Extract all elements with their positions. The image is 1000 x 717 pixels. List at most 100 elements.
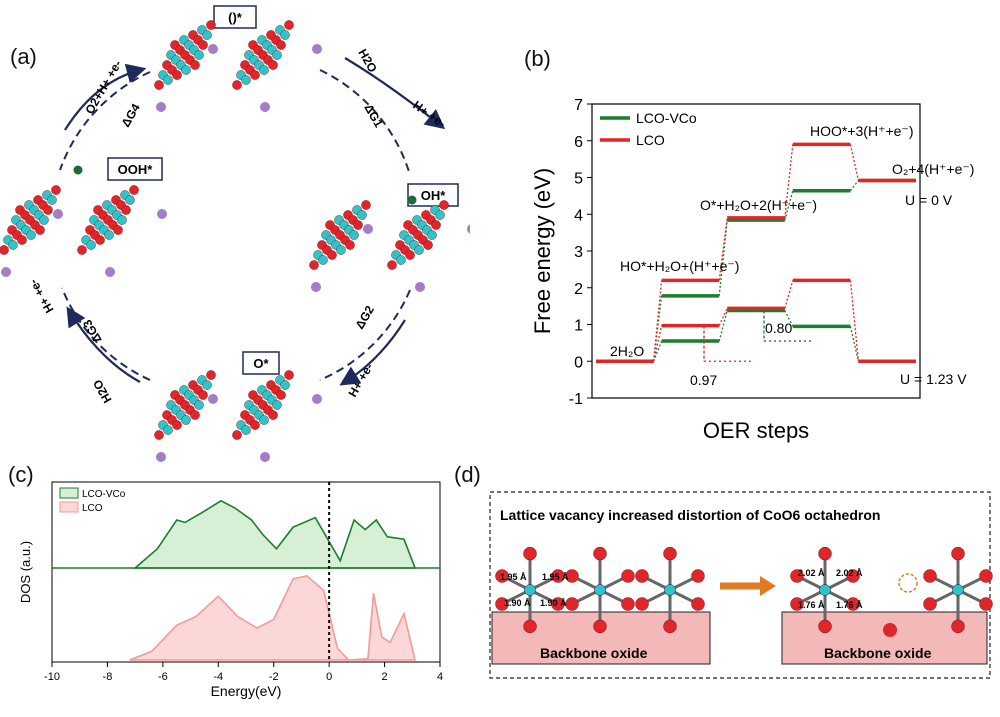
step-label: 2H₂O (610, 343, 644, 359)
h-atom (73, 165, 83, 175)
dg1-label: ΔG1 (361, 102, 386, 131)
atom (198, 40, 208, 50)
release-arrow-4 (64, 63, 147, 131)
connector (849, 280, 860, 362)
oxygen-atom (691, 569, 705, 583)
arrow3-out-label: H+ +e- (26, 277, 56, 316)
bond-left-3: 1.90 Å (504, 598, 531, 608)
atom (357, 210, 367, 220)
atom (172, 420, 182, 430)
oxygen-atom (818, 619, 832, 634)
plot-frame (51, 481, 441, 663)
arrow1-in-label: H2O (355, 47, 379, 75)
y-tick-label: 6 (574, 134, 583, 151)
oxygen-atom (790, 597, 804, 611)
atom (206, 370, 216, 380)
bond-left-1: 1.95 Å (500, 572, 527, 582)
legend-label: LCO-VCo (636, 110, 697, 126)
oxygen-atom (691, 597, 705, 611)
legend-swatch (59, 487, 79, 499)
atom (181, 415, 191, 425)
atom (125, 195, 135, 205)
cobalt-atom (952, 584, 964, 596)
atom (361, 200, 371, 210)
atom (327, 250, 337, 260)
atom (284, 20, 294, 30)
atom (95, 235, 105, 245)
connector (652, 280, 663, 362)
oxygen-atom (621, 569, 635, 583)
y-tick-label: 0 (574, 354, 583, 371)
atom (77, 245, 87, 255)
bond-left-2: 1.95 Å (542, 572, 569, 582)
atom (250, 70, 260, 80)
x-tick-label: 0 (326, 671, 332, 683)
atom (51, 185, 61, 195)
atom (284, 370, 294, 380)
la-atom (1, 267, 11, 277)
x-tick-label: 4 (437, 671, 443, 683)
connector (849, 144, 860, 181)
connector (718, 220, 728, 296)
connector (849, 326, 860, 362)
la-atom (260, 102, 270, 112)
transform-arrow-head (760, 576, 776, 596)
oxygen-atom (635, 569, 649, 583)
oer-cycle-diagram: H2O H+ +e- ΔG1 ΔG2 H+ +e- ΔG3 H2O H+ +e-… (0, 5, 470, 462)
annotation: 0.97 (690, 372, 717, 388)
atom (349, 230, 359, 240)
atom (280, 380, 290, 390)
atom (129, 185, 139, 195)
oxygen-atom (495, 597, 509, 611)
oxygen-atom (883, 623, 897, 637)
atom (190, 60, 200, 70)
atom (414, 245, 424, 255)
atom (259, 65, 269, 75)
cobalt-atom (664, 584, 676, 596)
oxygen-atom (551, 569, 565, 583)
structure-right (309, 195, 470, 292)
step-label: HOO*+3(H⁺+e⁻) (810, 123, 913, 139)
annotation: U = 1.23 V (900, 371, 967, 387)
arrow4-out-label: O2+H+ +e- (82, 58, 124, 117)
atom (154, 80, 164, 90)
dg2-label: ΔG2 (352, 303, 377, 332)
atom (202, 380, 212, 390)
oxygen-atom (846, 569, 860, 583)
octahedron-distortion-diagram: Lattice vacancy increased distortion of … (489, 491, 993, 679)
atom (163, 425, 173, 435)
oxygen-atom (951, 546, 965, 561)
bond-right-2: 2.02 Å (836, 568, 863, 578)
arrow3-in-label: H2O (90, 377, 114, 405)
atom (435, 210, 445, 220)
la-atom (208, 394, 218, 404)
oxygen-atom (565, 569, 579, 583)
atom (194, 400, 204, 410)
bond-right-4: 1.76 Å (836, 600, 863, 610)
connector (784, 310, 794, 327)
state-empty-label: ()* (228, 10, 243, 25)
atom (272, 400, 282, 410)
oxygen-atom (495, 569, 509, 583)
connector (652, 295, 663, 362)
atom (405, 250, 415, 260)
bond-right-3: 1.76 Å (798, 600, 825, 610)
atom (8, 240, 18, 250)
atom (272, 50, 282, 60)
oxygen-atom (790, 569, 804, 583)
connector (718, 217, 728, 281)
y-axis-label: Free energy (eV) (530, 168, 555, 334)
atom (232, 80, 242, 90)
oxygen-atom (663, 619, 677, 634)
dg3-label: ΔG3 (80, 317, 105, 346)
structure-bottom (154, 370, 322, 462)
arrow2-in-label: H+ +e- (345, 361, 375, 400)
atom (194, 50, 204, 60)
atom (121, 205, 131, 215)
dg4-label: ΔG4 (118, 101, 143, 130)
release-arrow-3 (66, 306, 141, 383)
oxygen-atom (621, 597, 635, 611)
